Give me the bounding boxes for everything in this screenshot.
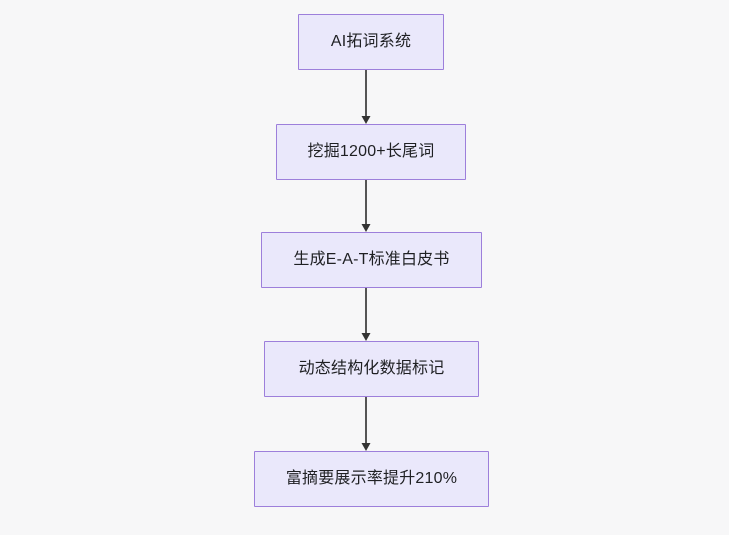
edge-n3-n4 (361, 288, 371, 341)
node-label: 富摘要展示率提升210% (285, 470, 458, 488)
node-label: 挖掘1200+长尾词 (307, 143, 435, 161)
flowchart-node-generate-eat-whitepaper[interactable]: 生成E-A-T标准白皮书 (261, 232, 482, 288)
edge-n2-n3 (361, 180, 371, 232)
flowchart-node-rich-snippet-impression-uplift[interactable]: 富摘要展示率提升210% (254, 451, 489, 507)
edge-n4-n5 (361, 397, 371, 451)
flowchart-node-ai-keyword-system[interactable]: AI拓词系统 (298, 14, 444, 70)
node-label: 生成E-A-T标准白皮书 (293, 251, 450, 269)
edge-n1-n2 (361, 70, 371, 124)
node-label: AI拓词系统 (330, 33, 412, 51)
flowchart-node-mine-longtail-keywords[interactable]: 挖掘1200+长尾词 (276, 124, 466, 180)
node-label: 动态结构化数据标记 (298, 360, 445, 378)
flowchart-node-dynamic-structured-data-markup[interactable]: 动态结构化数据标记 (264, 341, 479, 397)
